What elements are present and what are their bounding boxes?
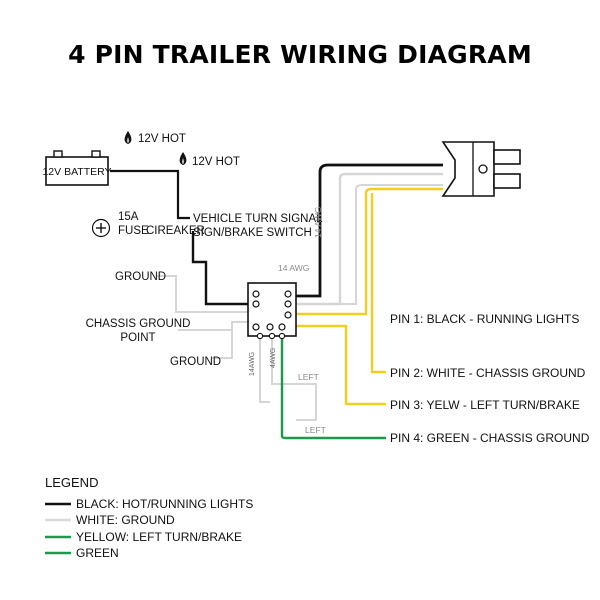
white-wire-pin2-feed: [340, 184, 443, 305]
legend: LEGEND BLACK: HOT/RUNNING LIGHTS WHITE: …: [45, 475, 253, 560]
pin-4-label: PIN 4: GREEN - CHASSIS GROUND: [390, 431, 590, 445]
battery-icon: [45, 150, 109, 186]
chassis-ground-label-line2: POINT: [120, 332, 155, 344]
gauge-label-right-wire: 14 AWG: [313, 207, 323, 238]
ground-label-upper: GROUND: [115, 271, 166, 283]
yellow-wire-pin3: [296, 324, 386, 406]
black-wire-to-connector: [296, 163, 443, 298]
white-wire-ground-lower: [212, 330, 233, 359]
junction-box-icon: [247, 282, 297, 340]
gauge-label-center: 14 AWG: [278, 263, 309, 273]
gray-wire-left-loop: [271, 336, 317, 421]
connector-plug-icon: [441, 141, 521, 197]
breaker-label: CIREAKER: [146, 225, 205, 237]
page-title: 4 PIN TRAILER WIRING DIAGRAM: [68, 40, 532, 69]
gauge-label-left-vertical: 14AWG: [249, 352, 256, 376]
gray-wire-lower-left: [259, 336, 270, 403]
yellow-wire-pin2: [370, 193, 386, 374]
legend-item-yellow: YELLOW: LEFT TURN/BRAKE: [76, 530, 242, 544]
legend-heading: LEGEND: [45, 475, 98, 490]
white-wire-chassis: [178, 321, 248, 331]
hot-label-1: 12V HOT: [138, 133, 186, 145]
chassis-ground-label-line1: CHASSIS GROUND: [86, 318, 191, 330]
pin-3-label: PIN 3: YELW - LEFT TURN/BRAKE: [390, 398, 580, 412]
battery-label: 12V BATTERY: [42, 166, 111, 178]
pin-2-label: PIN 2: WHITE - CHASSIS GROUND: [390, 366, 586, 380]
fuse-label: FUSE: [118, 225, 149, 237]
yellow-wire-to-connector: [296, 187, 443, 316]
legend-item-white: WHITE: GROUND: [76, 513, 175, 527]
hot-label-2: 12V HOT: [192, 156, 240, 168]
flame-icon: [124, 131, 132, 144]
legend-item-black: BLACK: HOT/RUNNING LIGHTS: [76, 497, 253, 511]
left-label-2: LEFT: [305, 425, 326, 435]
ground-label-lower: GROUND: [170, 356, 221, 368]
fuse-rating: 15A: [118, 211, 139, 223]
legend-item-green: GREEN: [76, 546, 119, 560]
green-wire-pin4: [280, 336, 386, 440]
gauge-label-junction: 4AWG: [270, 348, 277, 368]
left-label-1: LEFT: [298, 372, 319, 382]
flame-icon: [179, 152, 187, 165]
black-wire-battery: [110, 169, 190, 220]
pin-1-label: PIN 1: BLACK - RUNNING LIGHTS: [390, 312, 579, 326]
switch-label-line2: SIGN/BRAKE SWITCH: [193, 227, 312, 239]
fuse-symbol-icon: [91, 218, 111, 238]
switch-label-line1: VEHICLE TURN SIGNAL: [193, 213, 323, 225]
white-wire-ground-upper: [156, 275, 248, 313]
black-wire-switch-to-box: [191, 231, 248, 306]
white-wire-to-connector: [296, 172, 443, 306]
